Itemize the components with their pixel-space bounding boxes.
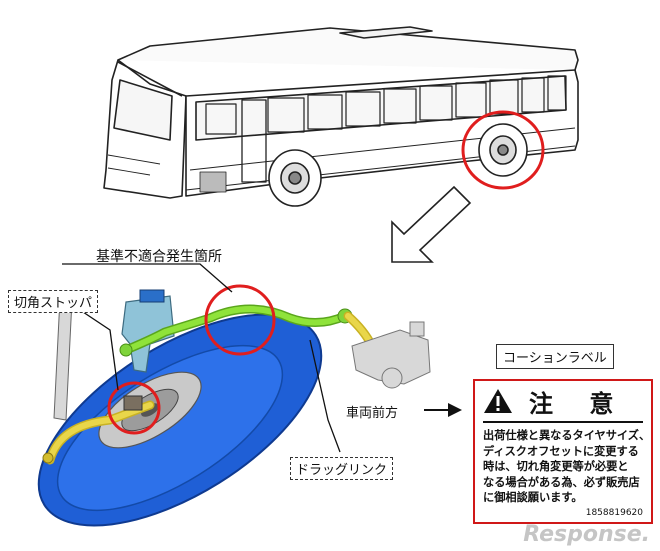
stopper-highlight-circle <box>107 381 161 435</box>
caution-line: なる場合がある為、必ず販売店 <box>483 475 640 489</box>
direction-arrow-icon <box>391 185 472 263</box>
steering-knuckle <box>121 295 175 373</box>
caution-line: 時は、切れ角変更等が必要と <box>483 460 629 473</box>
vehicle-front-arrow-icon <box>424 403 462 417</box>
front-wheel-highlight-circle <box>461 110 545 190</box>
leader-lines <box>62 263 341 453</box>
nonconformity-location-label: 基準不適合発生箇所 <box>96 249 222 265</box>
steering-column-rod <box>53 297 73 421</box>
caution-line: ディスクオフセットに変更する <box>483 444 639 458</box>
caution-title: 注 意 <box>529 389 628 418</box>
vehicle-front-label: 車両前方 <box>346 406 399 421</box>
caution-label-caption: コーションラベル <box>496 344 614 369</box>
caution-line: 出荷仕様と異なるタイヤサイズ、 <box>483 429 651 442</box>
drag-link-label: ドラッグリンク <box>290 457 394 480</box>
steering-gearbox <box>351 321 431 389</box>
warning-triangle-icon <box>484 389 512 413</box>
caution-text: 出荷仕様と異なるタイヤサイズ、 ディスクオフセットに変更する 時は、切れ角変更等… <box>483 428 651 506</box>
nonconformity-highlight-circle <box>204 284 276 356</box>
bus-illustration <box>103 26 579 207</box>
caution-divider <box>483 421 643 423</box>
caution-label-panel: 注 意 出荷仕様と異なるタイヤサイズ、 ディスクオフセットに変更する 時は、切れ… <box>473 379 653 524</box>
tire-assembly <box>37 313 323 527</box>
caution-line: に御相談願います。 <box>483 491 583 504</box>
response-watermark: Response. <box>523 522 650 547</box>
caution-code: 1858819620 <box>585 508 643 518</box>
caution-header: 注 意 <box>483 387 643 418</box>
steering-stopper-label: 切角ストッパ <box>8 290 99 313</box>
